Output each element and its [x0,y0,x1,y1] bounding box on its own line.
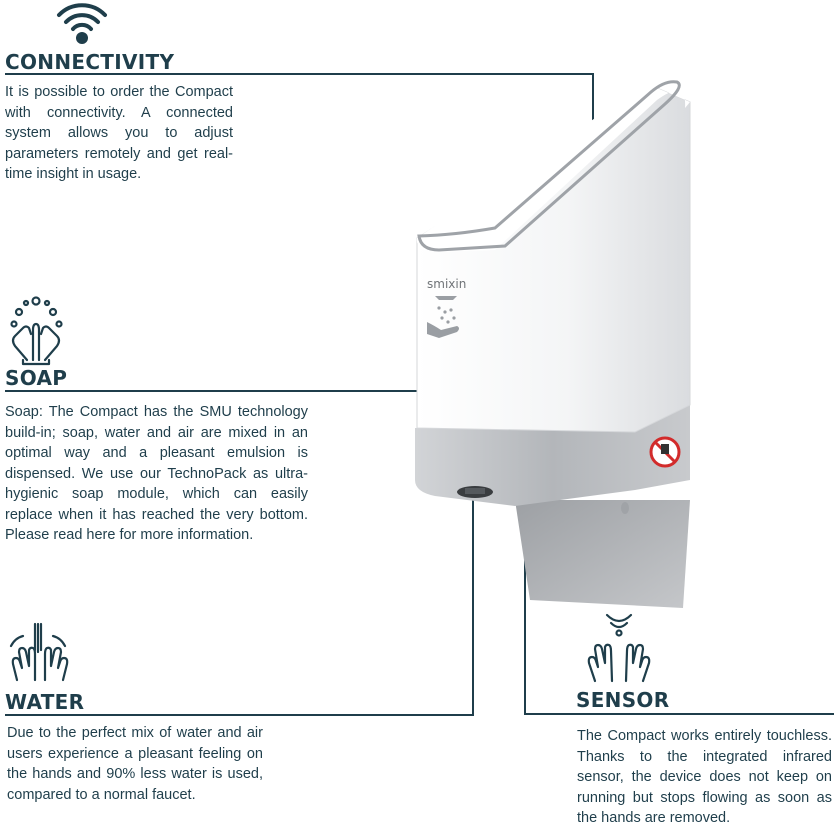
connectivity-heading: CONNECTIVITY [5,50,175,74]
soap-connector-vertical [472,390,474,715]
water-heading: WATER [5,690,85,714]
connectivity-connector-horizontal [5,73,594,75]
sensor-connector-vertical [524,505,526,715]
compact-dispenser-illustration: smixin [395,60,705,620]
connectivity-text: It is possible to order the Compact with… [5,84,233,182]
sensor-connector-horizontal [524,713,834,715]
wifi-icon [55,0,109,46]
soap-heading: SOAP [5,366,68,390]
soap-connector-horizontal [5,390,474,392]
brand-logo: smixin [427,277,466,291]
sensor-text: The Compact works entirely touchless. Th… [577,728,832,826]
soap-hands-icon [5,294,67,366]
water-connector-horizontal [5,714,474,716]
sensor-hands-icon [583,611,655,685]
water-text: Due to the perfect mix of water and air … [7,725,263,803]
sensor-heading: SENSOR [576,688,670,712]
water-hands-icon [5,622,75,684]
soap-text: Soap: The Compact has the SMU technology… [5,404,308,543]
